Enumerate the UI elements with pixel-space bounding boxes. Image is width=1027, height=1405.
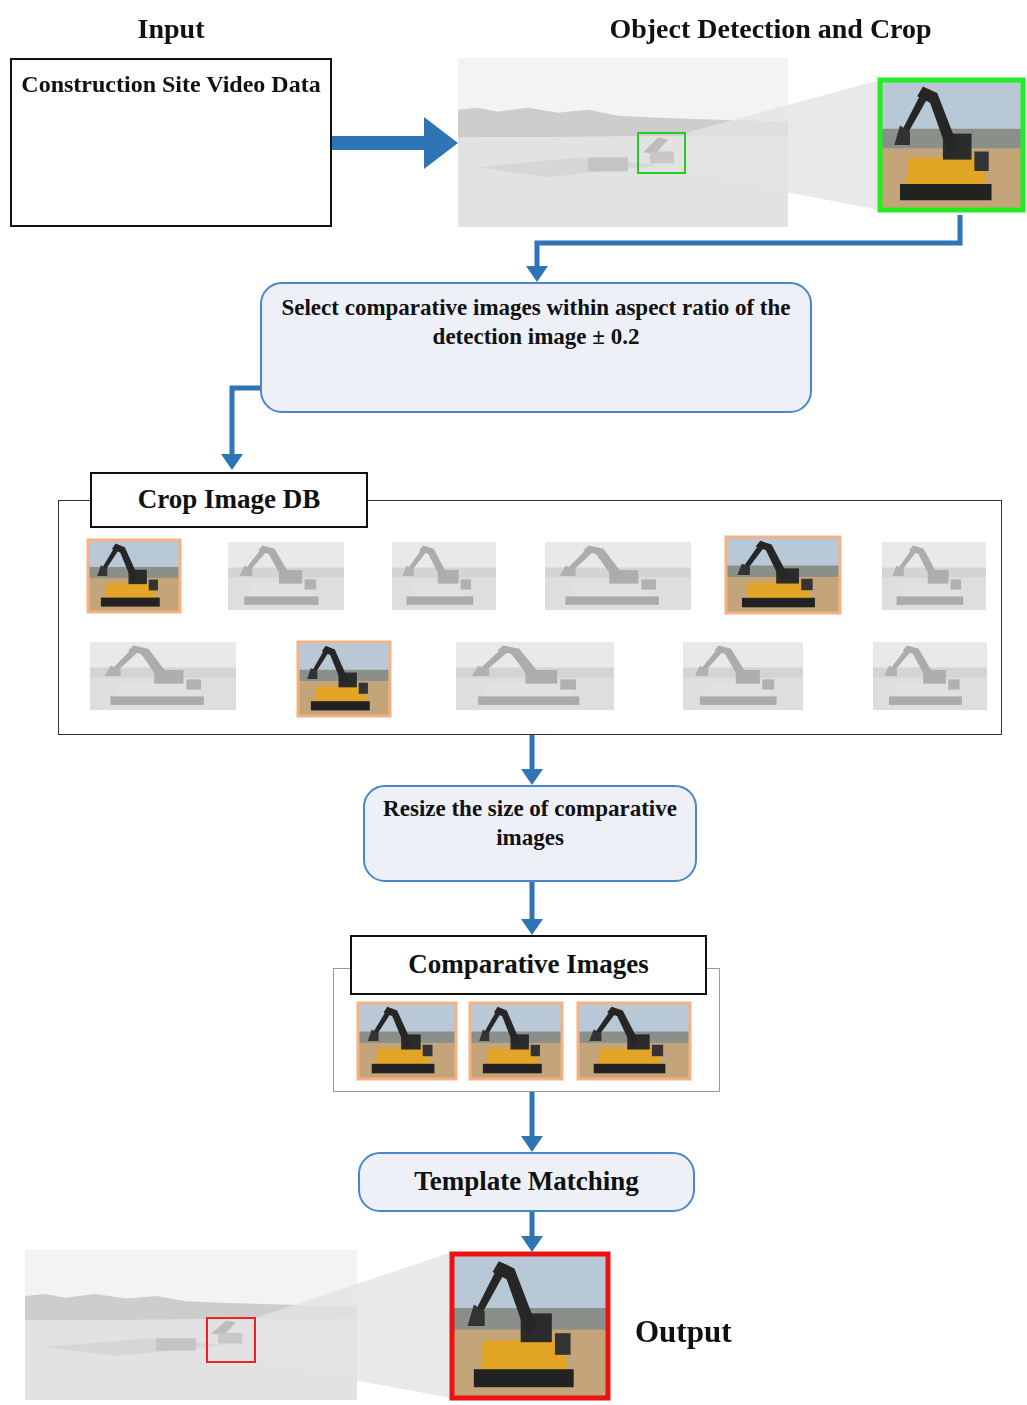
thumb: [90, 642, 236, 710]
thumb: [392, 542, 496, 610]
flow-arrow: [521, 882, 543, 935]
thumb-border: [298, 642, 390, 716]
thumb-border: [578, 1003, 690, 1079]
arrow-head: [424, 117, 458, 169]
zoom-wedge: [685, 80, 880, 210]
box-text-area: Select comparative images within aspect …: [278, 288, 794, 358]
process-box: Template Matching: [358, 1152, 695, 1212]
box-label: Resize the size of comparative images: [375, 795, 685, 853]
fade: [228, 542, 344, 610]
fade: [683, 642, 803, 710]
box-label: Select comparative images within aspect …: [278, 294, 794, 352]
output-crop: [452, 1254, 608, 1398]
thumb: [228, 542, 344, 610]
fade: [545, 542, 691, 610]
thumb: [545, 542, 691, 610]
box-label: Template Matching: [414, 1165, 639, 1199]
thumb: [882, 542, 986, 610]
arrow-head: [521, 1236, 543, 1252]
thumb: [358, 1003, 456, 1079]
arrow-line: [530, 1212, 535, 1239]
fade: [90, 642, 236, 710]
process-box: Crop Image DB: [58, 470, 1002, 735]
arrow-head: [521, 769, 543, 785]
flow-arrow: [526, 215, 960, 282]
thumb-border: [88, 540, 180, 612]
thumb: [683, 642, 803, 710]
box-text-area: Object Detection and Crop: [518, 5, 1023, 51]
detection-box: [638, 133, 685, 173]
comparative-thumbs: [358, 1003, 690, 1079]
box-text-area: Resize the size of comparative images: [375, 789, 685, 859]
arrow-head: [526, 266, 548, 282]
flow-arrow: [521, 1092, 543, 1152]
arrow-line: [537, 215, 960, 269]
thumb-selected: [726, 537, 840, 613]
thumb: [456, 642, 614, 710]
box-label: Output: [635, 1313, 731, 1352]
process-box: Object Detection and Crop: [458, 5, 1027, 215]
match-box: [207, 1318, 255, 1362]
thumb-grey: [90, 542, 987, 710]
process-box: InputConstruction Site Video Data: [10, 5, 332, 227]
thumb-selected: [88, 540, 180, 612]
box-label: Object Detection and Crop: [609, 11, 931, 46]
process-box: Comparative Images: [333, 935, 720, 1092]
output-border: [452, 1254, 608, 1398]
box-text-area: Template Matching: [368, 1154, 685, 1210]
process-box: Output: [25, 1252, 800, 1400]
thumb-border: [358, 1003, 456, 1079]
arrow-line: [232, 388, 260, 457]
arrow-head: [521, 1136, 543, 1152]
box-text-area: Output: [635, 1302, 795, 1362]
crop-border: [880, 80, 1023, 210]
thumb-border: [726, 537, 840, 613]
box-label: Input: [138, 11, 205, 46]
box-frame: [58, 500, 1002, 735]
box-label: Construction Site Video Data: [21, 69, 320, 99]
zoom-wedge: [255, 1252, 452, 1398]
flow-arrow: [332, 117, 458, 169]
box-label: Comparative Images: [408, 948, 649, 982]
flow-arrow: [221, 388, 260, 470]
arrow-head: [521, 919, 543, 935]
process-box: Select comparative images within aspect …: [260, 282, 812, 413]
db-thumbnails: [88, 537, 987, 716]
flow-arrow: [521, 735, 543, 785]
box-label: Crop Image DB: [138, 483, 321, 517]
fade: [456, 642, 614, 710]
box-text-area: Input: [10, 5, 332, 51]
flow-arrow: [521, 1212, 543, 1252]
thumb: [873, 642, 987, 710]
box-text-area: Construction Site Video Data: [20, 63, 322, 105]
crop-image: [880, 80, 1023, 210]
thumb-border: [470, 1003, 562, 1079]
fade: [392, 542, 496, 610]
fade: [882, 542, 986, 610]
arrow-line: [530, 735, 535, 772]
arrow-line: [530, 1092, 535, 1139]
fade: [873, 642, 987, 710]
thumb-selected: [298, 642, 390, 716]
thumb: [578, 1003, 690, 1079]
arrow-line: [530, 882, 535, 922]
thumb: [470, 1003, 562, 1079]
thumb-fade: [90, 542, 987, 710]
box-text-area: Crop Image DB: [90, 472, 368, 528]
arrow-head: [221, 454, 243, 470]
arrow-line: [332, 136, 431, 150]
process-box: Resize the size of comparative images: [363, 785, 697, 882]
box-text-area: Comparative Images: [350, 935, 707, 995]
